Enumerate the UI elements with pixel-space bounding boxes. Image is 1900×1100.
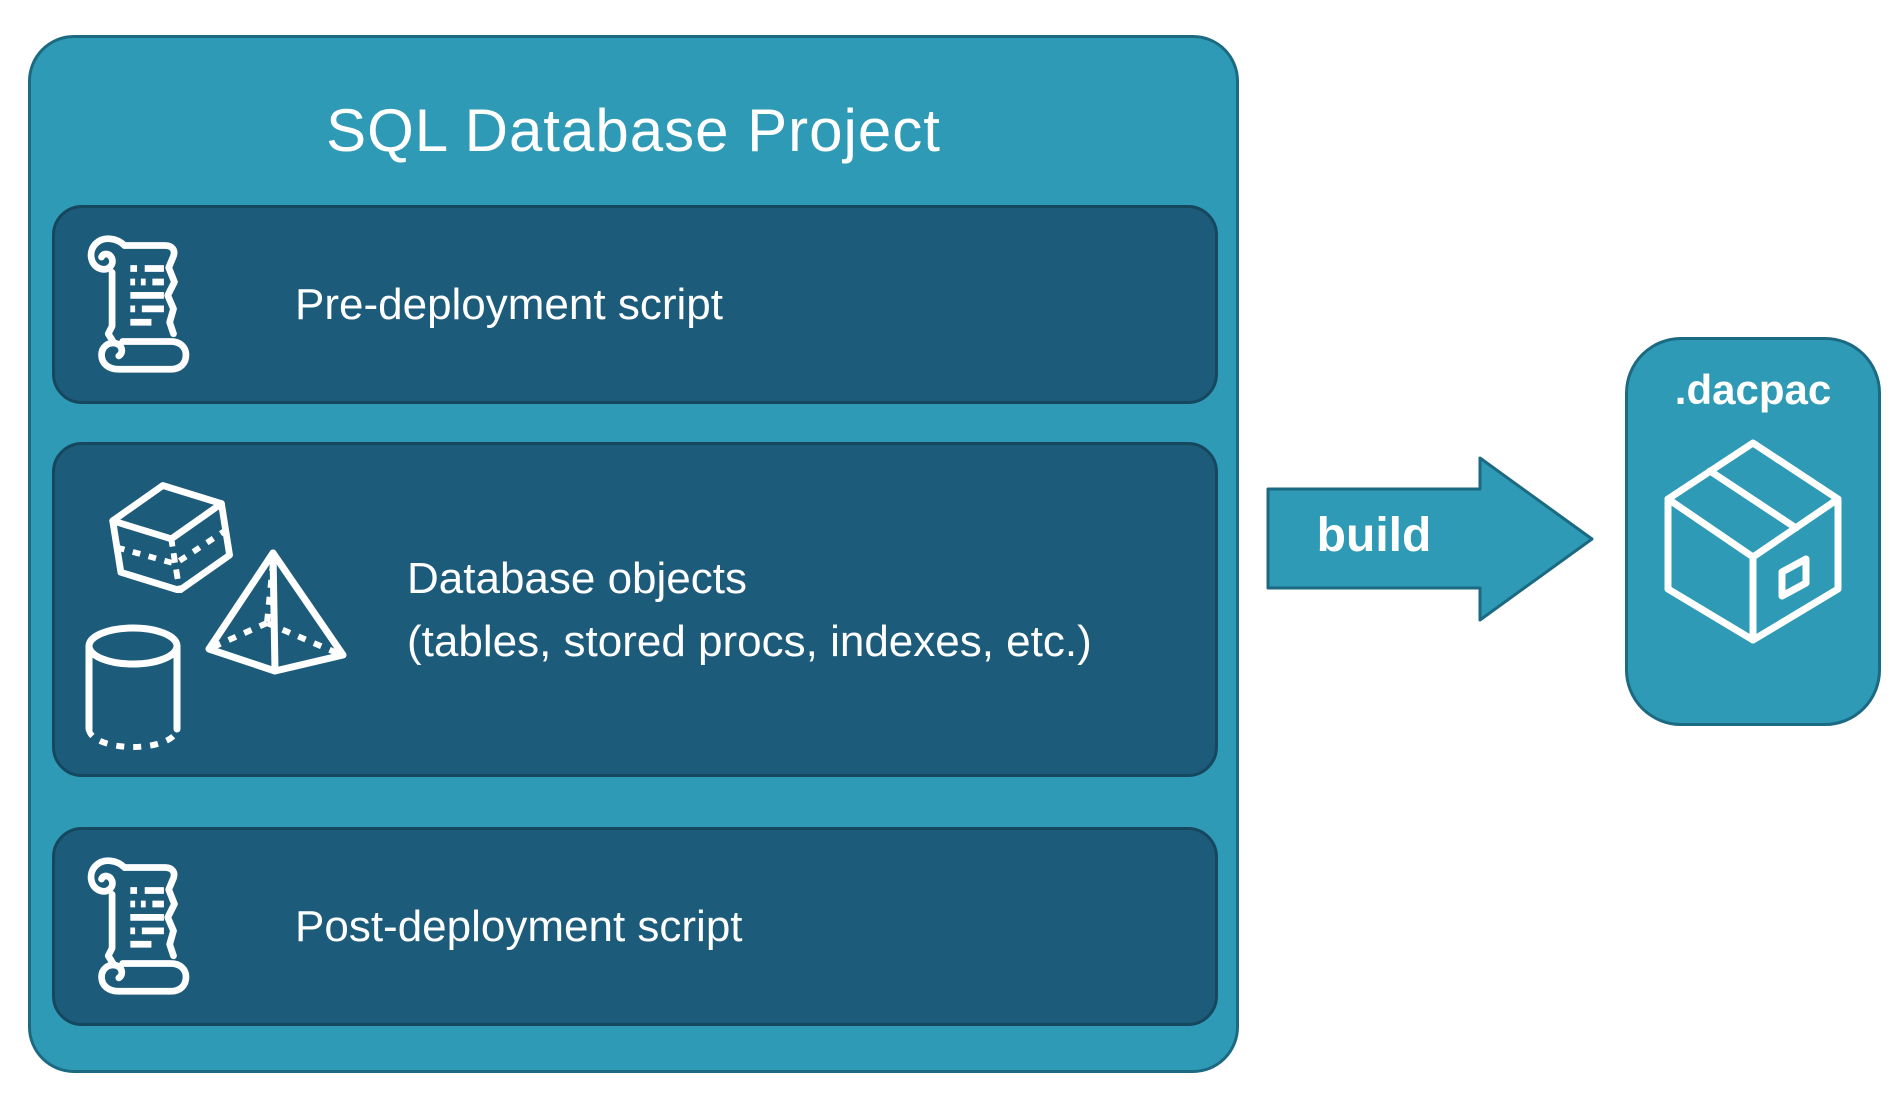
project-title: SQL Database Project	[326, 97, 941, 164]
package-icon	[1664, 438, 1842, 645]
pre-deployment-panel: Pre-deployment script	[52, 205, 1218, 404]
dacpac-box: .dacpac	[1625, 337, 1881, 726]
post-deployment-label: Post-deployment script	[295, 902, 743, 951]
cylinder-icon	[83, 623, 183, 755]
scroll-icon	[79, 856, 197, 998]
database-objects-label: Database objects (tables, stored procs, …	[407, 547, 1092, 673]
build-arrow-label: build	[1316, 509, 1432, 562]
dacpac-label: .dacpac	[1674, 366, 1832, 413]
cube-icon	[107, 481, 235, 594]
sql-database-project-container: SQL Database Project Pre-deployment scri…	[28, 35, 1239, 1073]
pyramid-icon	[205, 549, 347, 675]
scroll-icon	[79, 234, 197, 376]
post-deployment-panel: Post-deployment script	[52, 827, 1218, 1026]
database-objects-panel: Database objects (tables, stored procs, …	[52, 442, 1218, 777]
database-objects-label-line1: Database objects	[407, 553, 747, 603]
build-arrow	[1266, 456, 1594, 622]
database-objects-label-line2: (tables, stored procs, indexes, etc.)	[407, 616, 1092, 666]
pre-deployment-label: Pre-deployment script	[295, 280, 723, 329]
